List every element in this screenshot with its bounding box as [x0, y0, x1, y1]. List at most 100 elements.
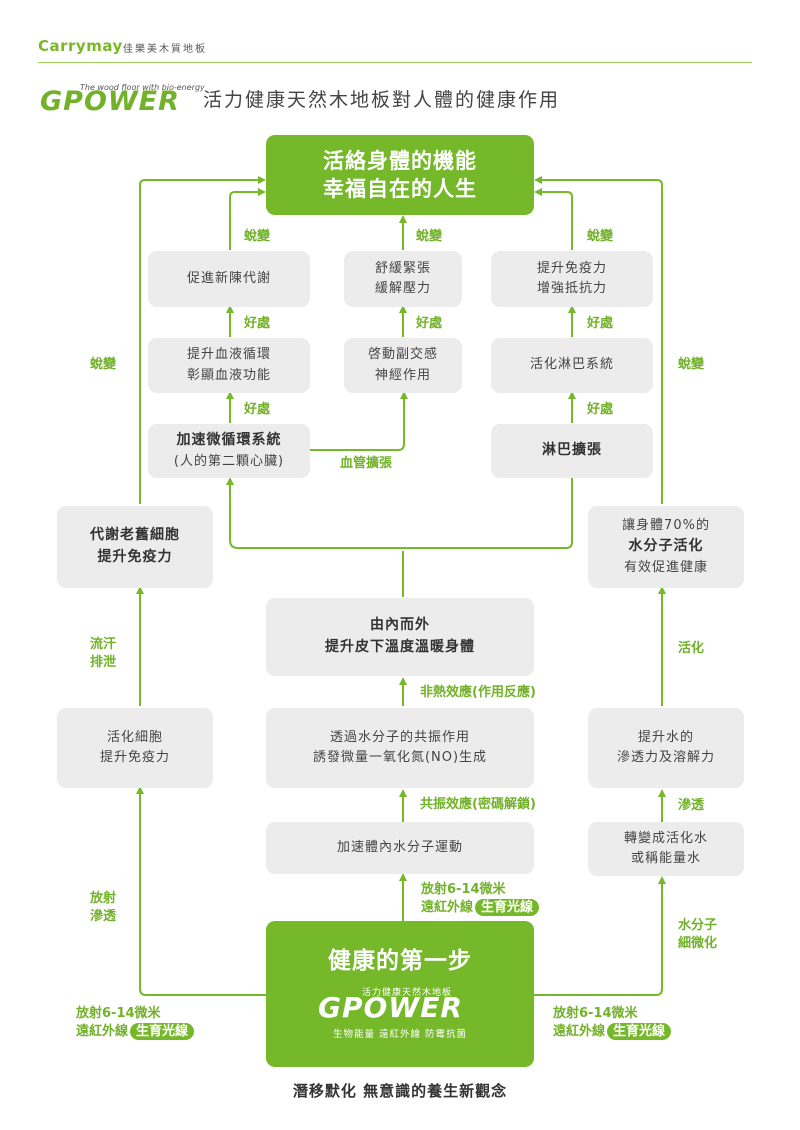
- box-immunity: 提升免疫力 增強抵抗力: [491, 251, 653, 307]
- label-radiate-line1: 放射: [90, 891, 117, 906]
- label-radiation-center: 放射6-14微米 遠紅外線生育光線: [421, 881, 540, 917]
- label-benefit-4: 好處: [244, 402, 271, 417]
- box-cells-line2: 提升免疫力: [99, 750, 170, 765]
- brand-subtitle: 佳樂美木質地板: [123, 44, 207, 55]
- label-change-outer-left: 蛻變: [90, 357, 117, 372]
- label-activate: 活化: [678, 641, 705, 656]
- box-penetration: 提升水的 滲透力及溶解力: [588, 708, 744, 788]
- box-inside-out-line1: 由內而外: [370, 617, 430, 634]
- box-micro-line1: 加速微循環系統: [176, 432, 282, 449]
- gpower-logo: GPOWER: [40, 86, 180, 117]
- label-benefit-1: 好處: [244, 316, 271, 331]
- box-inside-out-line2: 提升皮下溫度溫暖身體: [325, 639, 475, 655]
- radiation-left-line1: 放射6-14微米: [76, 1006, 161, 1021]
- label-radiate-line2: 滲透: [90, 908, 117, 924]
- box-water-active: 讓身體70%的 水分子活化 有效促進健康: [588, 506, 744, 588]
- box-relieve-line2: 緩解壓力: [374, 281, 431, 296]
- radiation-center-line2: 遠紅外線: [421, 899, 474, 915]
- goal-line1: 活絡身體的機能: [323, 148, 477, 173]
- brand-logo: Carrymay: [38, 37, 123, 55]
- label-benefit-3: 好處: [587, 316, 614, 331]
- box-blood-line2: 彰顯血液功能: [186, 367, 271, 383]
- box-cells: 活化細胞 提升免疫力: [57, 708, 213, 788]
- label-radiation-left: 放射6-14微米 遠紅外線生育光線: [76, 1005, 195, 1041]
- box-micro-line2: (人的第二顆心臟): [173, 453, 285, 469]
- box-penetration-line1: 提升水的: [637, 729, 694, 745]
- label-penetrate: 滲透: [678, 798, 705, 813]
- box-old-cells-line1: 代謝老舊細胞: [90, 527, 180, 544]
- box-resonance-line2: 誘發微量一氧化氮(NO)生成: [312, 750, 488, 765]
- label-radiate: 放射 滲透: [90, 890, 116, 925]
- box-lymph-expand-text: 淋巴擴張: [542, 442, 602, 459]
- box-immunity-line1: 提升免疫力: [536, 260, 607, 276]
- first-step-tagline: 活力健康天然木地板: [362, 988, 453, 998]
- goal-line2: 幸福自在的人生: [323, 177, 477, 201]
- growth-ray-badge-center: 生育光線: [475, 898, 540, 917]
- radiation-left-line2: 遠紅外線: [76, 1023, 129, 1039]
- box-old-cells-line2: 提升免疫力: [97, 549, 173, 565]
- label-sweat: 流汗 排泄: [90, 636, 116, 671]
- box-resonance-line1: 透過水分子的共振作用: [329, 729, 470, 745]
- box-resonance: 透過水分子的共振作用 誘發微量一氧化氮(NO)生成: [266, 708, 534, 788]
- label-sweat-line2: 排泄: [90, 654, 117, 670]
- label-water-micro: 水分子 細微化: [678, 917, 717, 952]
- box-nerve-line2: 神經作用: [374, 367, 431, 383]
- header-divider: [38, 62, 752, 63]
- box-relieve-line1: 舒緩緊張: [374, 260, 431, 276]
- logo-tagline: The wood floor with bio-energy: [80, 83, 205, 92]
- arrow-metabolism-top: [229, 188, 266, 250]
- footer-slogan: 潛移默化 無意識的養生新觀念: [292, 1082, 508, 1100]
- goal-box: 活絡身體的機能 幸福自在的人生: [266, 135, 534, 215]
- arrow-bottom-cells: [136, 786, 266, 996]
- box-penetration-line2: 滲透力及溶解力: [616, 750, 715, 765]
- box-metabolism: 促進新陳代謝: [148, 251, 310, 307]
- box-water-active-line3: 有效促進健康: [623, 559, 708, 575]
- box-accelerate-text: 加速體內水分子運動: [336, 839, 463, 855]
- box-accelerate: 加速體內水分子運動: [266, 822, 534, 874]
- label-change-outer-right: 蛻變: [678, 357, 705, 372]
- label-vessel: 血管擴張: [340, 456, 393, 471]
- arrow-right-outer: [534, 176, 663, 504]
- arrow-bottom-transform: [534, 876, 666, 996]
- label-resonance-effect: 共振效應(密碼解鎖): [420, 797, 536, 812]
- arrow-left-outer: [139, 176, 266, 504]
- box-lymph-expand: 淋巴擴張: [491, 424, 653, 478]
- label-change-left: 蛻變: [244, 229, 271, 244]
- radiation-right-line2: 遠紅外線: [553, 1023, 606, 1039]
- growth-ray-badge-right: 生育光線: [607, 1022, 672, 1041]
- box-nerve: 啓動副交感 神經作用: [344, 338, 462, 393]
- label-benefit-5: 好處: [587, 402, 614, 417]
- box-blood-line1: 提升血液循環: [186, 347, 271, 363]
- box-blood: 提升血液循環 彰顯血液功能: [148, 338, 310, 393]
- box-transform-line1: 轉變成活化水: [623, 830, 708, 846]
- box-water-active-line1: 讓身體70%的: [622, 518, 710, 534]
- box-relieve: 舒緩緊張 緩解壓力: [344, 251, 462, 307]
- arrow-vessel: [310, 391, 408, 451]
- label-sweat-line1: 流汗: [90, 637, 117, 652]
- label-nonthermal: 非熱效應(作用反應): [420, 685, 536, 700]
- label-benefit-2: 好處: [416, 316, 443, 331]
- arrow-fork: [226, 477, 573, 549]
- box-metabolism-text: 促進新陳代謝: [186, 270, 271, 286]
- box-cells-line1: 活化細胞: [106, 729, 163, 745]
- box-lymph-activate: 活化淋巴系統: [491, 338, 653, 393]
- arrow-immunity-top: [534, 188, 573, 250]
- box-transform-line2: 或稱能量水: [630, 851, 701, 866]
- radiation-center-line1: 放射6-14微米: [421, 882, 506, 897]
- box-nerve-line1: 啓動副交感: [367, 347, 438, 363]
- label-change-center: 蛻變: [416, 229, 443, 244]
- box-immunity-line2: 增強抵抗力: [536, 281, 607, 296]
- label-water-micro-line1: 水分子: [678, 918, 718, 933]
- first-step-desc: 生物能量 遠紅外線 防霉抗菌: [332, 1029, 468, 1040]
- box-water-active-line2: 水分子活化: [628, 538, 704, 555]
- label-change-right: 蛻變: [587, 229, 614, 244]
- first-step-box: 健康的第一步 活力健康天然木地板 GPOWER 生物能量 遠紅外線 防霉抗菌: [266, 921, 534, 1067]
- box-transform: 轉變成活化水 或稱能量水: [588, 822, 744, 876]
- box-micro: 加速微循環系統 (人的第二顆心臟): [148, 424, 310, 478]
- box-lymph-activate-text: 活化淋巴系統: [529, 357, 614, 373]
- box-inside-out: 由內而外 提升皮下溫度溫暖身體: [266, 598, 534, 676]
- label-water-micro-line2: 細微化: [678, 935, 718, 951]
- page-title: 活力健康天然木地板對人體的健康作用: [203, 89, 561, 111]
- first-step-logo: GPOWER: [318, 991, 463, 1024]
